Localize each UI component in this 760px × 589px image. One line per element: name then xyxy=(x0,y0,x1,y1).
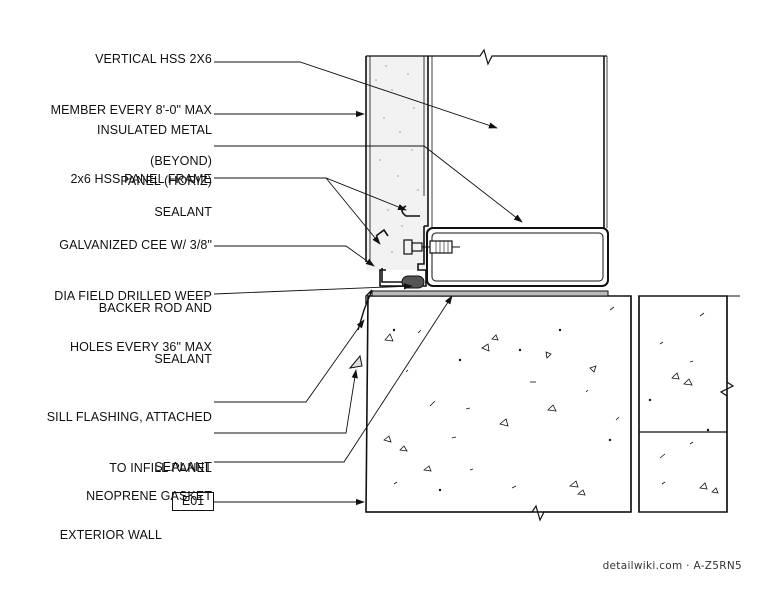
label-line: EXTERIOR WALL xyxy=(59,528,162,542)
top-break-line xyxy=(366,48,607,66)
label-line: 2x6 HSS PANEL FRAME xyxy=(70,172,212,186)
label-line: SEALANT xyxy=(154,460,212,474)
label-line: VERTICAL HSS 2X6 xyxy=(95,52,212,66)
label-line: (BEYOND) xyxy=(150,154,212,168)
label-sealant-mid: SEALANT xyxy=(154,425,212,493)
label-sill-flashing: SILL FLASHING, ATTACHED TO INFILL PANEL xyxy=(47,375,212,494)
label-line: SEALANT xyxy=(154,352,212,366)
label-line: GALVANIZED CEE W/ 3/8" xyxy=(59,238,212,252)
neoprene-gasket xyxy=(371,290,609,297)
label-line: SILL FLASHING, ATTACHED xyxy=(46,410,212,424)
label-line: TO INFILL PANEL xyxy=(109,461,212,475)
vertical-hss-member xyxy=(431,56,608,228)
label-line: BACKER ROD AND xyxy=(98,301,212,315)
label-line: SEALANT xyxy=(154,205,212,219)
label-hss-member: VERTICAL HSS 2X6 MEMBER EVERY 8'-0" MAX … xyxy=(51,17,212,187)
exterior-wall-concrete xyxy=(365,295,740,522)
leader-lines xyxy=(213,61,523,506)
sill-flashing xyxy=(357,289,373,331)
label-metal-panel: INSULATED METAL PANEL (HORIZ) xyxy=(97,88,212,207)
insulated-metal-panel xyxy=(365,56,429,270)
label-line: HOLES EVERY 36" MAX xyxy=(69,340,212,354)
label-galv-cee: GALVANIZED CEE W/ 3/8" DIA FIELD DRILLED… xyxy=(54,203,212,373)
concrete-aggregate xyxy=(383,306,719,496)
label-sealant-top: SEALANT xyxy=(154,170,212,238)
anchor-bolt xyxy=(403,239,460,255)
label-line: INSULATED METAL xyxy=(97,123,212,137)
source-credit: detailwiki.com · A-Z5RN5 xyxy=(602,560,742,572)
label-panel-frame: 2x6 HSS PANEL FRAME xyxy=(70,137,212,205)
hss-panel-frame xyxy=(426,227,609,287)
label-backer-rod: BACKER ROD AND SEALANT xyxy=(99,266,212,385)
label-line: PANEL (HORIZ) xyxy=(120,174,212,188)
label-line: DIA FIELD DRILLED WEEP xyxy=(54,289,212,303)
label-line: MEMBER EVERY 8'-0" MAX xyxy=(50,103,212,117)
label-exterior-wall: EXTERIOR WALL xyxy=(60,493,162,561)
sealant-bead xyxy=(348,354,363,369)
wall-type-tag: E01 xyxy=(172,492,214,511)
